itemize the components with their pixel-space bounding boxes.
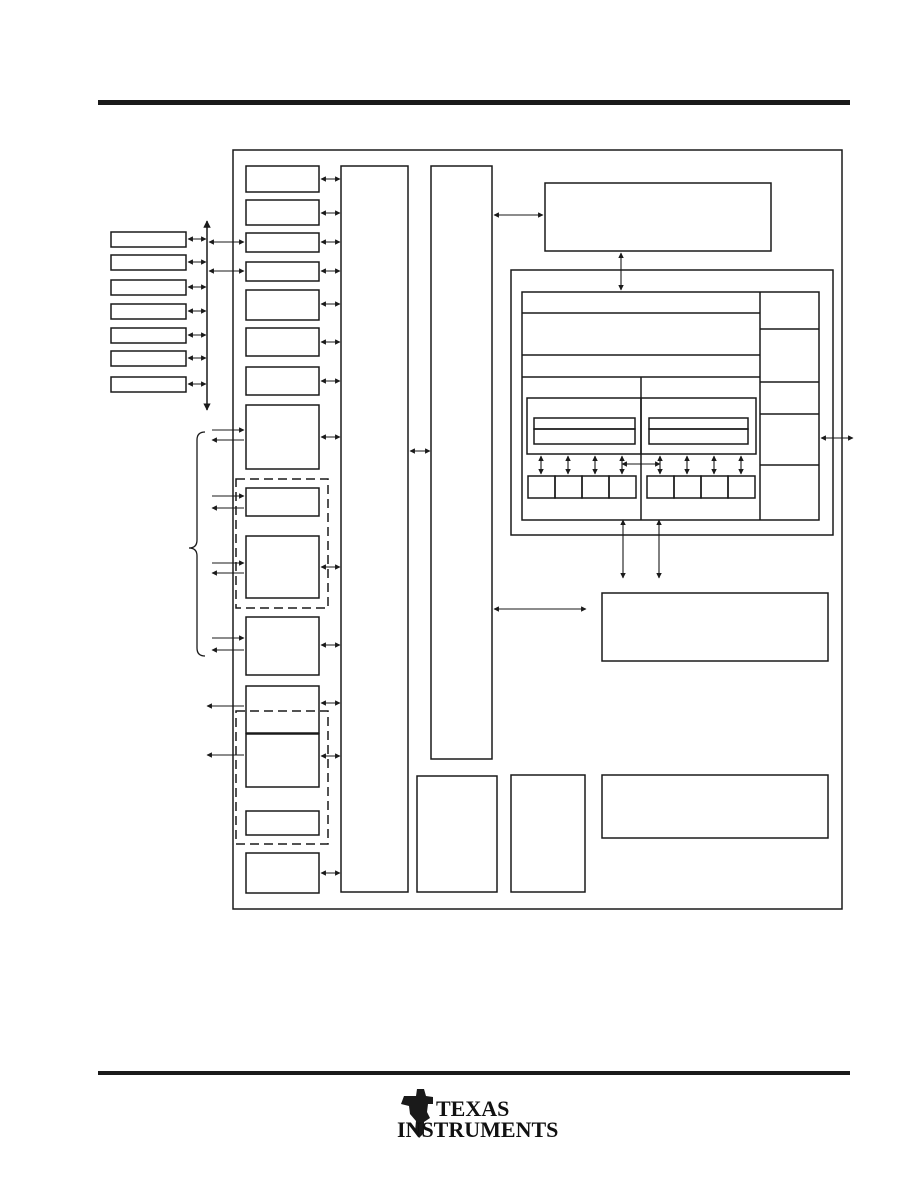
pin-box-3 (110, 279, 187, 296)
register-right-a (648, 417, 749, 430)
periph-block-13 (245, 733, 320, 788)
periph-block-4 (245, 261, 320, 282)
unit-l2 (554, 475, 583, 499)
periph-block-5 (245, 289, 320, 321)
bottom-block-2 (510, 774, 586, 893)
ti-logo-icon (401, 1089, 433, 1138)
periph-block-8 (245, 404, 320, 470)
pin-box-5 (110, 327, 187, 344)
footer-rule (98, 1071, 850, 1075)
periph-block-14 (245, 810, 320, 836)
periph-block-10 (245, 535, 320, 599)
logo-text-texas: TEXAS (436, 1096, 510, 1121)
logo-text-instruments: INSTRUMENTS (397, 1117, 559, 1142)
periph-block-12 (245, 685, 320, 734)
bottom-right-block (601, 774, 829, 839)
periph-block-2 (245, 199, 320, 226)
memory-block (601, 592, 829, 662)
unit-l4 (608, 475, 637, 499)
pin-box-2 (110, 254, 187, 271)
core-outer (510, 269, 834, 536)
group-brace (188, 431, 206, 657)
peripheral-bus (340, 165, 409, 893)
pin-box-4 (110, 303, 187, 320)
periph-block-7 (245, 366, 320, 396)
unit-r2 (673, 475, 702, 499)
unit-l3 (581, 475, 610, 499)
chip-boundary (232, 149, 843, 910)
unit-r3 (700, 475, 729, 499)
core-inner (521, 291, 820, 521)
periph-block-1 (245, 165, 320, 193)
dashed-group-lower (235, 710, 329, 845)
unit-l1 (527, 475, 556, 499)
system-bus (430, 165, 493, 760)
register-left-a (533, 417, 636, 430)
register-right-b (648, 428, 749, 445)
dashed-group-upper (235, 478, 329, 609)
periph-block-9 (245, 487, 320, 517)
pin-box-6 (110, 350, 187, 367)
bottom-block-1 (416, 775, 498, 893)
pin-box-7 (110, 376, 187, 393)
register-left-b (533, 428, 636, 445)
pin-box-1 (110, 231, 187, 248)
unit-r4 (727, 475, 756, 499)
top-right-block (544, 182, 772, 252)
periph-block-15 (245, 852, 320, 894)
periph-block-6 (245, 327, 320, 357)
header-rule (98, 100, 850, 105)
periph-block-11 (245, 616, 320, 676)
periph-block-3 (245, 232, 320, 253)
unit-r1 (646, 475, 675, 499)
